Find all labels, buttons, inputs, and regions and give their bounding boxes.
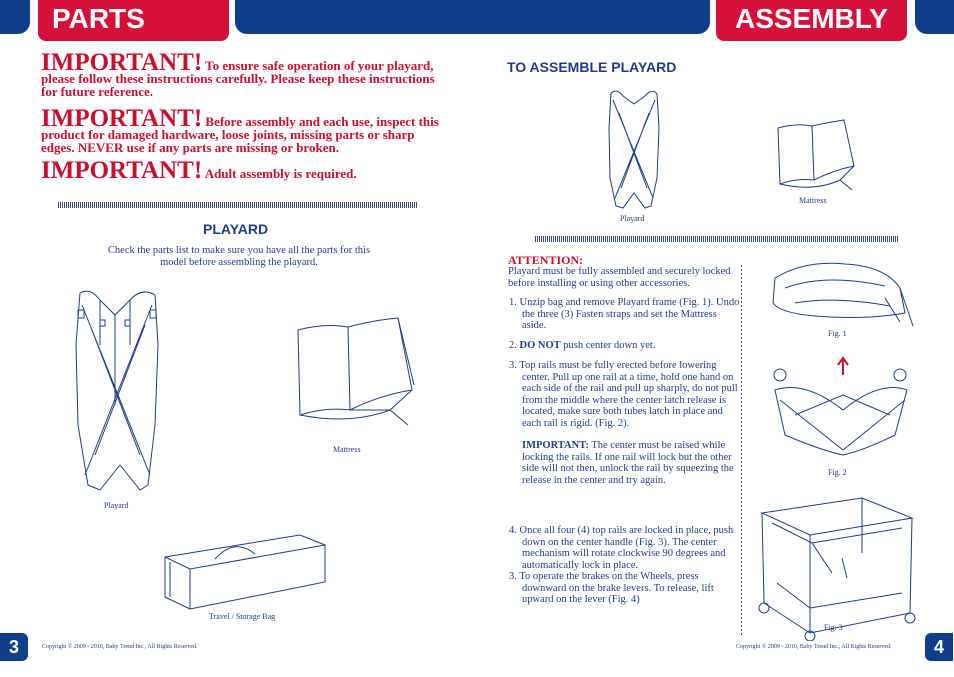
dotted-column-divider [741, 265, 742, 635]
step-2-text: push center down yet. [560, 340, 656, 351]
important-note-3: IMPORTANT! Adult assembly is required. [41, 158, 441, 183]
playard-folded-illustration [75, 290, 159, 491]
important-label: IMPORTANT! [41, 105, 203, 132]
important-text: Adult assembly is required. [202, 166, 357, 181]
step-3: 3. Top rails must be fully erected befor… [508, 360, 742, 429]
attention-title: ATTENTION: [508, 253, 584, 267]
important-text: Before assembly and each use, inspect th… [41, 114, 439, 155]
fig3-caption: Fig. 3 [824, 623, 843, 632]
assembly-playard-illustration [608, 90, 660, 209]
header-band-left [0, 0, 30, 34]
step-4-text: 4. Once all four (4) top rails are locke… [509, 525, 734, 571]
storage-bag-caption: Travel / Storage Bag [209, 612, 276, 621]
brakes-text: 3. To operate the brakes on the Wheels, … [509, 571, 714, 605]
assembly-playard-caption: Playard [620, 214, 645, 223]
parts-tab-title: PARTS [38, 0, 229, 41]
step-2-emphasis: DO NOT [519, 340, 561, 351]
fig1-illustration [772, 262, 914, 327]
page-number-left: 3 [0, 633, 28, 661]
assembly-mattress-illustration [777, 119, 855, 191]
parts-intro: Check the parts list to make sure you ha… [107, 245, 371, 268]
copyright-left: Copyright © 2009 - 2010, Baby Trend Inc.… [42, 644, 198, 650]
important-center-label: IMPORTANT: [522, 440, 589, 451]
dotted-divider [535, 236, 899, 242]
attention-body: Playard must be fully assembled and secu… [508, 266, 731, 289]
important-label: IMPORTANT! [41, 157, 203, 184]
assembly-tab-title: ASSEMBLY [716, 0, 907, 41]
fig1-caption: Fig. 1 [828, 329, 847, 338]
assembly-heading: TO ASSEMBLE PLAYARD [507, 59, 677, 75]
important-text: To ensure safe operation of your playard… [41, 58, 435, 99]
important-center-note: IMPORTANT: The center must be raised whi… [508, 440, 742, 486]
step-3-text: 3. Top rails must be fully erected befor… [509, 360, 738, 429]
step-1-text: 1. Unzip bag and remove Playard frame (F… [509, 297, 740, 331]
copyright-right: Copyright © 2009 - 2010, Baby Trend Inc.… [736, 644, 892, 650]
storage-bag-illustration [164, 534, 326, 610]
playard-caption: Playard [104, 501, 129, 510]
step-2-number: 2. [509, 340, 520, 351]
header-band-right [915, 0, 954, 34]
step-4: 4. Once all four (4) top rails are locke… [508, 525, 742, 606]
mattress-caption: Mattress [333, 445, 361, 454]
fig2-caption: Fig. 2 [828, 468, 847, 477]
fig2-illustration [773, 356, 908, 456]
parts-heading: PLAYARD [203, 221, 269, 237]
assembly-mattress-caption: Mattress [799, 196, 827, 205]
important-note-2: IMPORTANT! Before assembly and each use,… [41, 106, 441, 155]
step-2: 2. DO NOT push center down yet. [508, 340, 742, 352]
mattress-illustration [297, 317, 415, 426]
dotted-divider [58, 202, 418, 208]
page-number-right: 4 [925, 633, 953, 661]
important-label: IMPORTANT! [41, 49, 203, 76]
header-band-center [235, 0, 710, 34]
fig3-illustration [758, 497, 916, 641]
important-note-1: IMPORTANT! To ensure safe operation of y… [41, 50, 441, 99]
step-1: 1. Unzip bag and remove Playard frame (F… [508, 297, 742, 332]
important-center-text: The center must be raised while locking … [522, 440, 734, 486]
